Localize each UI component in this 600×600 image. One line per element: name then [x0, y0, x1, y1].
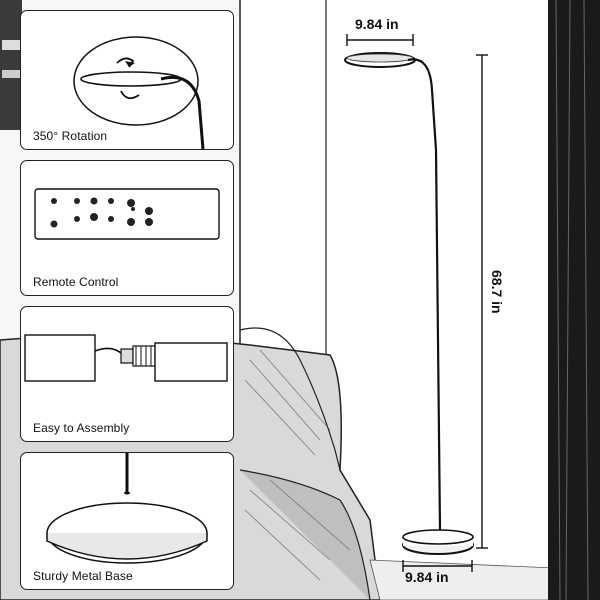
- metal-base-image: [46, 453, 208, 564]
- assembly-caption: Easy to Assembly: [33, 421, 130, 435]
- base-width-label: 9.84 in: [405, 569, 449, 585]
- feature-panel-assembly: Easy to Assembly: [20, 306, 234, 442]
- feature-panel-remote: Remote Control: [20, 160, 234, 296]
- remote-control-image: [34, 188, 220, 240]
- feature-panel-rotation: 350° Rotation: [20, 10, 234, 150]
- top-width-label: 9.84 in: [355, 16, 399, 32]
- height-label: 68.7 in: [489, 270, 505, 314]
- assembly-connector-image: [24, 334, 228, 382]
- rotation-detail-image: [73, 36, 205, 149]
- rotation-caption: 350° Rotation: [33, 129, 108, 143]
- remote-caption: Remote Control: [33, 275, 119, 289]
- base-caption: Sturdy Metal Base: [33, 569, 133, 583]
- feature-panel-base: Sturdy Metal Base: [20, 452, 234, 590]
